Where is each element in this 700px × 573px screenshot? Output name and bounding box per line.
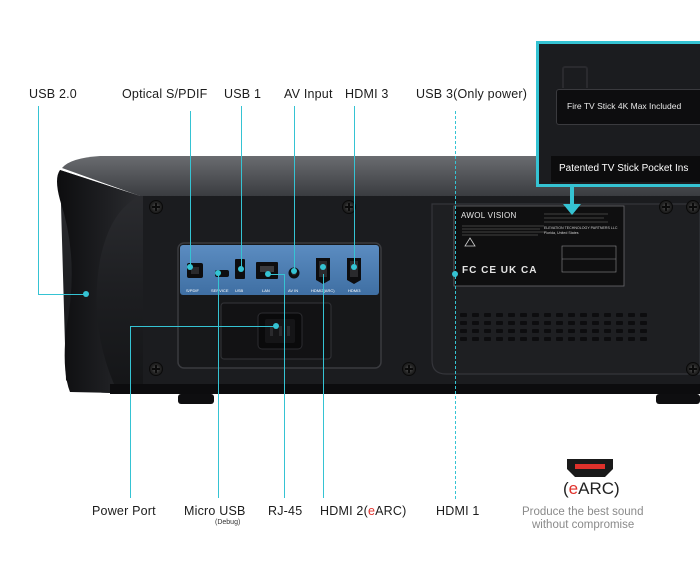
callout-dot-usb3 (452, 271, 458, 277)
leader-rj45 (284, 274, 285, 498)
screw (659, 200, 673, 214)
label-hdmi2: HDMI 2(eARC) (320, 504, 406, 518)
earc-tagline-2: without compromise (532, 519, 635, 531)
tv-stick-pocket-inset: Fire TV Stick 4K Max Included Patented T… (536, 41, 700, 187)
earc-tagline-1: Produce the best sound (522, 506, 644, 518)
earc-badge-text: (eARC) (563, 479, 620, 499)
label-hdmi1: HDMI 1 (436, 504, 480, 518)
certification-marks: FC CE UK CA (462, 265, 538, 276)
port-label-usb: USB (235, 288, 244, 293)
leader-hdmi3 (354, 106, 355, 264)
earc-e: e (568, 479, 579, 498)
leader-power (130, 326, 276, 327)
pocket-caption: Patented TV Stick Pocket Ins (559, 163, 689, 174)
fire-tv-label: Fire TV Stick 4K Max Included (567, 101, 682, 111)
leader-optical (190, 111, 191, 266)
callout-dot-usb20 (83, 291, 89, 297)
pocket-caption-bar: Patented TV Stick Pocket Ins (551, 156, 700, 182)
earc-port-icon (565, 457, 615, 479)
label-micro-usb-debug: (Debug) (215, 519, 241, 526)
label-hdmi2-e: e (367, 504, 376, 518)
screw (149, 200, 163, 214)
port-label-hdmi3: HDMI3 (348, 288, 361, 293)
callout-dot-rj45 (265, 271, 271, 277)
inset-pointer-line (570, 186, 574, 206)
callout-dot-power (273, 323, 279, 329)
port-label-lan: LAN (262, 288, 270, 293)
leader-hdmi2 (323, 274, 324, 498)
port-label-service: SERVICE (211, 288, 229, 293)
label-usb3: USB 3(Only power) (416, 87, 528, 101)
screw (686, 362, 700, 376)
screw (686, 200, 700, 214)
earc-open-paren: ( (563, 479, 569, 498)
label-power-port: Power Port (92, 504, 156, 518)
callout-dot-usb1 (238, 266, 244, 272)
sticker-company: ELEVATION TECHNOLOGY PARTNERS LLC (544, 226, 618, 230)
screw (342, 200, 356, 214)
label-hdmi2-suffix: ARC) (375, 504, 407, 518)
leader-power-v (130, 326, 131, 498)
callout-dot-av (291, 268, 297, 274)
screw (402, 362, 416, 376)
leader-av (294, 106, 295, 270)
leader-usb3 (455, 111, 456, 499)
port-label-spdif: S/PDIF (186, 288, 199, 293)
leader-usb20 (38, 106, 39, 294)
label-hdmi2-prefix: HDMI 2( (320, 504, 368, 518)
sticker-location: Florida, United States (544, 231, 579, 235)
label-optical: Optical S/PDIF (122, 87, 208, 101)
label-rj45: RJ-45 (268, 504, 303, 518)
leader-rj45-h (268, 274, 284, 275)
port-label-avin: AV IN (288, 288, 299, 293)
label-usb1: USB 1 (224, 87, 262, 101)
callout-dot-hdmi2 (320, 264, 326, 270)
label-usb20: USB 2.0 (29, 87, 77, 101)
callout-dot-hdmi3 (351, 264, 357, 270)
label-hdmi3: HDMI 3 (345, 87, 389, 101)
sticker-brand: AWOL VISION (461, 211, 517, 220)
fire-tv-cable (562, 66, 588, 88)
leader-usb20-h (38, 294, 86, 295)
callout-dot-microusb (215, 270, 221, 276)
callout-dot-optical (187, 264, 193, 270)
label-micro-usb: Micro USB (184, 504, 246, 518)
screw (149, 362, 163, 376)
leader-usb1 (241, 106, 242, 268)
fire-tv-stick: Fire TV Stick 4K Max Included (556, 89, 700, 125)
label-av-input: AV Input (284, 87, 333, 101)
inset-pointer-arrow (563, 204, 581, 215)
leader-microusb (218, 272, 219, 498)
earc-rest: ARC) (578, 479, 620, 498)
